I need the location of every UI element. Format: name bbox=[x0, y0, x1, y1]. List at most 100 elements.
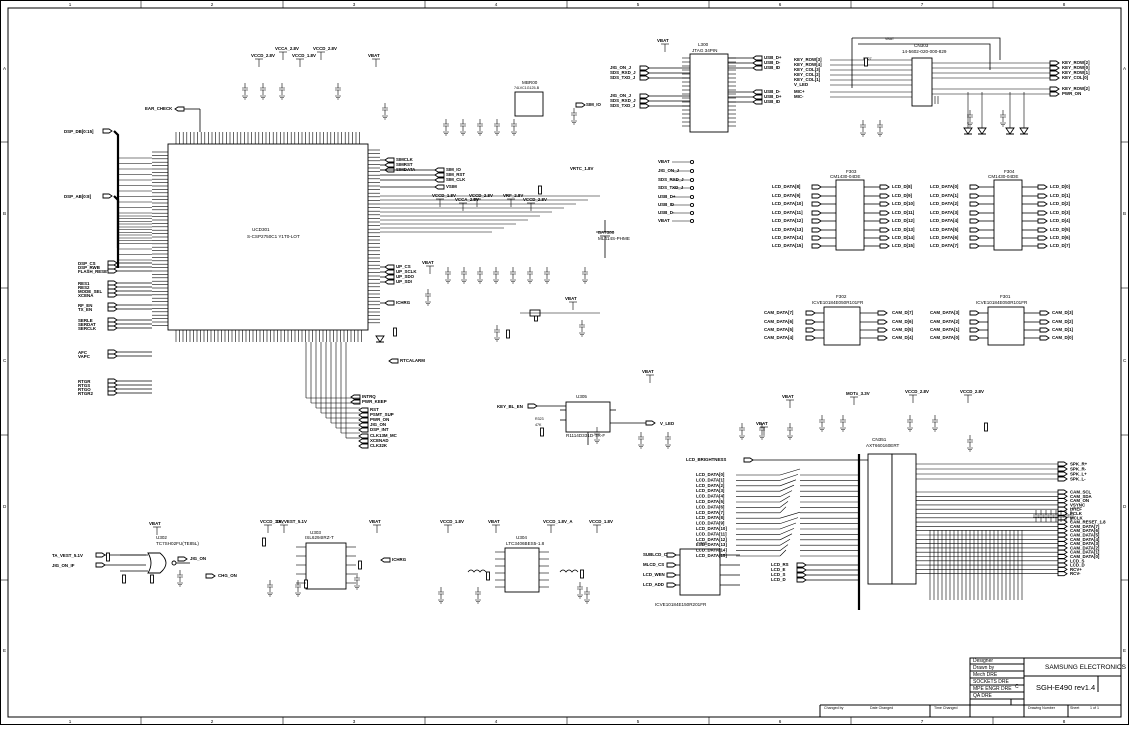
port-flag bbox=[107, 349, 118, 355]
test-point[interactable] bbox=[689, 194, 695, 200]
port-flag bbox=[107, 321, 118, 327]
test-point[interactable] bbox=[689, 159, 695, 165]
lcd-conn-flag bbox=[1057, 532, 1068, 538]
net-left-lower: JIG_ON_IF bbox=[52, 563, 75, 568]
net-power-rail: VCCD_1.8V bbox=[440, 519, 464, 524]
port-flag bbox=[107, 382, 118, 388]
port-flag bbox=[358, 427, 369, 433]
test-point[interactable] bbox=[689, 177, 695, 183]
port-flag bbox=[380, 557, 391, 563]
net-key-in: KEY_COL[3] bbox=[794, 67, 821, 72]
ground-symbol bbox=[242, 95, 248, 100]
jtag-body bbox=[689, 53, 729, 133]
capacitor bbox=[510, 267, 516, 279]
net-lcd-conn-left: LCD_DATA[6] bbox=[696, 504, 725, 509]
capacitor bbox=[511, 119, 517, 131]
lcd-conn-flag bbox=[1057, 571, 1068, 577]
capacitor bbox=[787, 423, 793, 435]
net-mid: XCENAD bbox=[370, 438, 389, 443]
net-f305-out: LCD_D bbox=[771, 577, 786, 582]
test-point[interactable] bbox=[689, 185, 695, 191]
jtag-flag bbox=[752, 55, 763, 61]
net-lcd-in: LCD_DATA[3] bbox=[930, 210, 959, 215]
net-lcd-conn-right: LCD_D bbox=[1070, 563, 1085, 568]
lcd-flag bbox=[811, 210, 822, 216]
net-left: SERDAT bbox=[78, 322, 96, 327]
lcd-wire bbox=[779, 522, 797, 530]
cn351-left-col bbox=[867, 453, 893, 585]
u304-body bbox=[504, 547, 540, 593]
grid-row-label: E bbox=[3, 648, 6, 653]
capacitor bbox=[577, 582, 583, 594]
ground-symbol bbox=[475, 599, 481, 604]
tb-bottom-3: Drawing Number bbox=[1028, 706, 1056, 710]
net-mid: RTCALARM bbox=[400, 358, 425, 363]
capacitor bbox=[477, 119, 483, 131]
port-flag bbox=[358, 422, 369, 428]
capacitor bbox=[571, 108, 577, 120]
ground-symbol bbox=[494, 337, 500, 342]
ground-symbol bbox=[461, 279, 467, 284]
title-block-frame bbox=[969, 657, 1122, 718]
net-lcd-conn-right: HREF bbox=[1070, 507, 1082, 512]
net-mid: CLK13M_MC bbox=[370, 433, 398, 438]
net-key-in: KEY_COL[1] bbox=[794, 77, 821, 82]
lcd-conn-cap bbox=[1053, 510, 1059, 522]
net-bus-left: DSP_DB[0:15] bbox=[64, 129, 94, 134]
grid-column-label: 4 bbox=[495, 2, 498, 7]
inductor bbox=[467, 569, 487, 573]
lcd-conn-flag bbox=[1057, 536, 1068, 542]
title-block-lines bbox=[819, 658, 1121, 717]
lcd-wire bbox=[779, 484, 795, 492]
lcd-conn-flag bbox=[1057, 523, 1068, 529]
f304-body bbox=[993, 179, 1023, 251]
port-flag bbox=[107, 325, 118, 331]
capacitor bbox=[279, 83, 285, 95]
net-v-led: V_LED bbox=[660, 421, 674, 426]
capacitor bbox=[582, 267, 588, 279]
f302-body bbox=[823, 306, 861, 346]
net-lcd-out: LCD_D[6] bbox=[1050, 235, 1071, 240]
test-point[interactable] bbox=[689, 202, 695, 208]
f305-flag bbox=[666, 572, 677, 578]
bus-flag bbox=[102, 128, 113, 134]
net-cam-in: CAM_DATA[7] bbox=[764, 310, 794, 315]
ground-symbol bbox=[577, 594, 583, 599]
net-lcd-conn-left: LCD_DATA[5] bbox=[696, 499, 725, 504]
test-point[interactable] bbox=[689, 218, 695, 224]
net-f305-in: MLCD_CS bbox=[643, 562, 664, 567]
grid-column-label: 8 bbox=[1063, 719, 1066, 724]
grid-column-label: 1 bbox=[69, 719, 72, 724]
port-flag bbox=[434, 172, 445, 178]
port-flag bbox=[358, 407, 369, 413]
lcd-wire bbox=[779, 528, 795, 535]
main-ic-body bbox=[167, 143, 369, 331]
net-key-in: V_LED bbox=[794, 82, 808, 87]
ground-symbol bbox=[579, 332, 585, 337]
cn303-body bbox=[911, 57, 933, 107]
test-point[interactable] bbox=[689, 210, 695, 216]
lcd-flag bbox=[879, 227, 890, 233]
main-ic-ref: UCD301 bbox=[252, 227, 270, 232]
net-lcd-conn-right: MCLK bbox=[1070, 515, 1084, 520]
net-lcd-conn-right: CAM_SCL bbox=[1070, 490, 1092, 495]
net-power-rail: VCCA_2.8V bbox=[275, 46, 299, 51]
port-flag bbox=[107, 284, 118, 290]
test-point[interactable] bbox=[689, 168, 695, 174]
f303-ref: F303 bbox=[846, 169, 857, 174]
f305-flag bbox=[796, 572, 807, 578]
port-flag bbox=[384, 300, 395, 306]
net-testpoint: USB_ID bbox=[658, 202, 674, 207]
resistor bbox=[864, 57, 868, 67]
net-left: RES2 bbox=[78, 285, 90, 290]
cam-flag bbox=[805, 319, 816, 325]
net-power-rail: VBAT bbox=[565, 296, 577, 301]
net-jtag: USB_ID bbox=[764, 65, 780, 70]
lcd-flag bbox=[811, 184, 822, 190]
dsp-ab-bus bbox=[113, 195, 120, 268]
net-power-rail: VCCD_1.8V bbox=[432, 193, 456, 198]
cn351-right-col bbox=[891, 453, 917, 585]
u302-part: TC7SH02FU(TE85L) bbox=[156, 541, 199, 546]
net-mid: ICHRG bbox=[396, 300, 411, 305]
capacitor bbox=[877, 120, 883, 132]
